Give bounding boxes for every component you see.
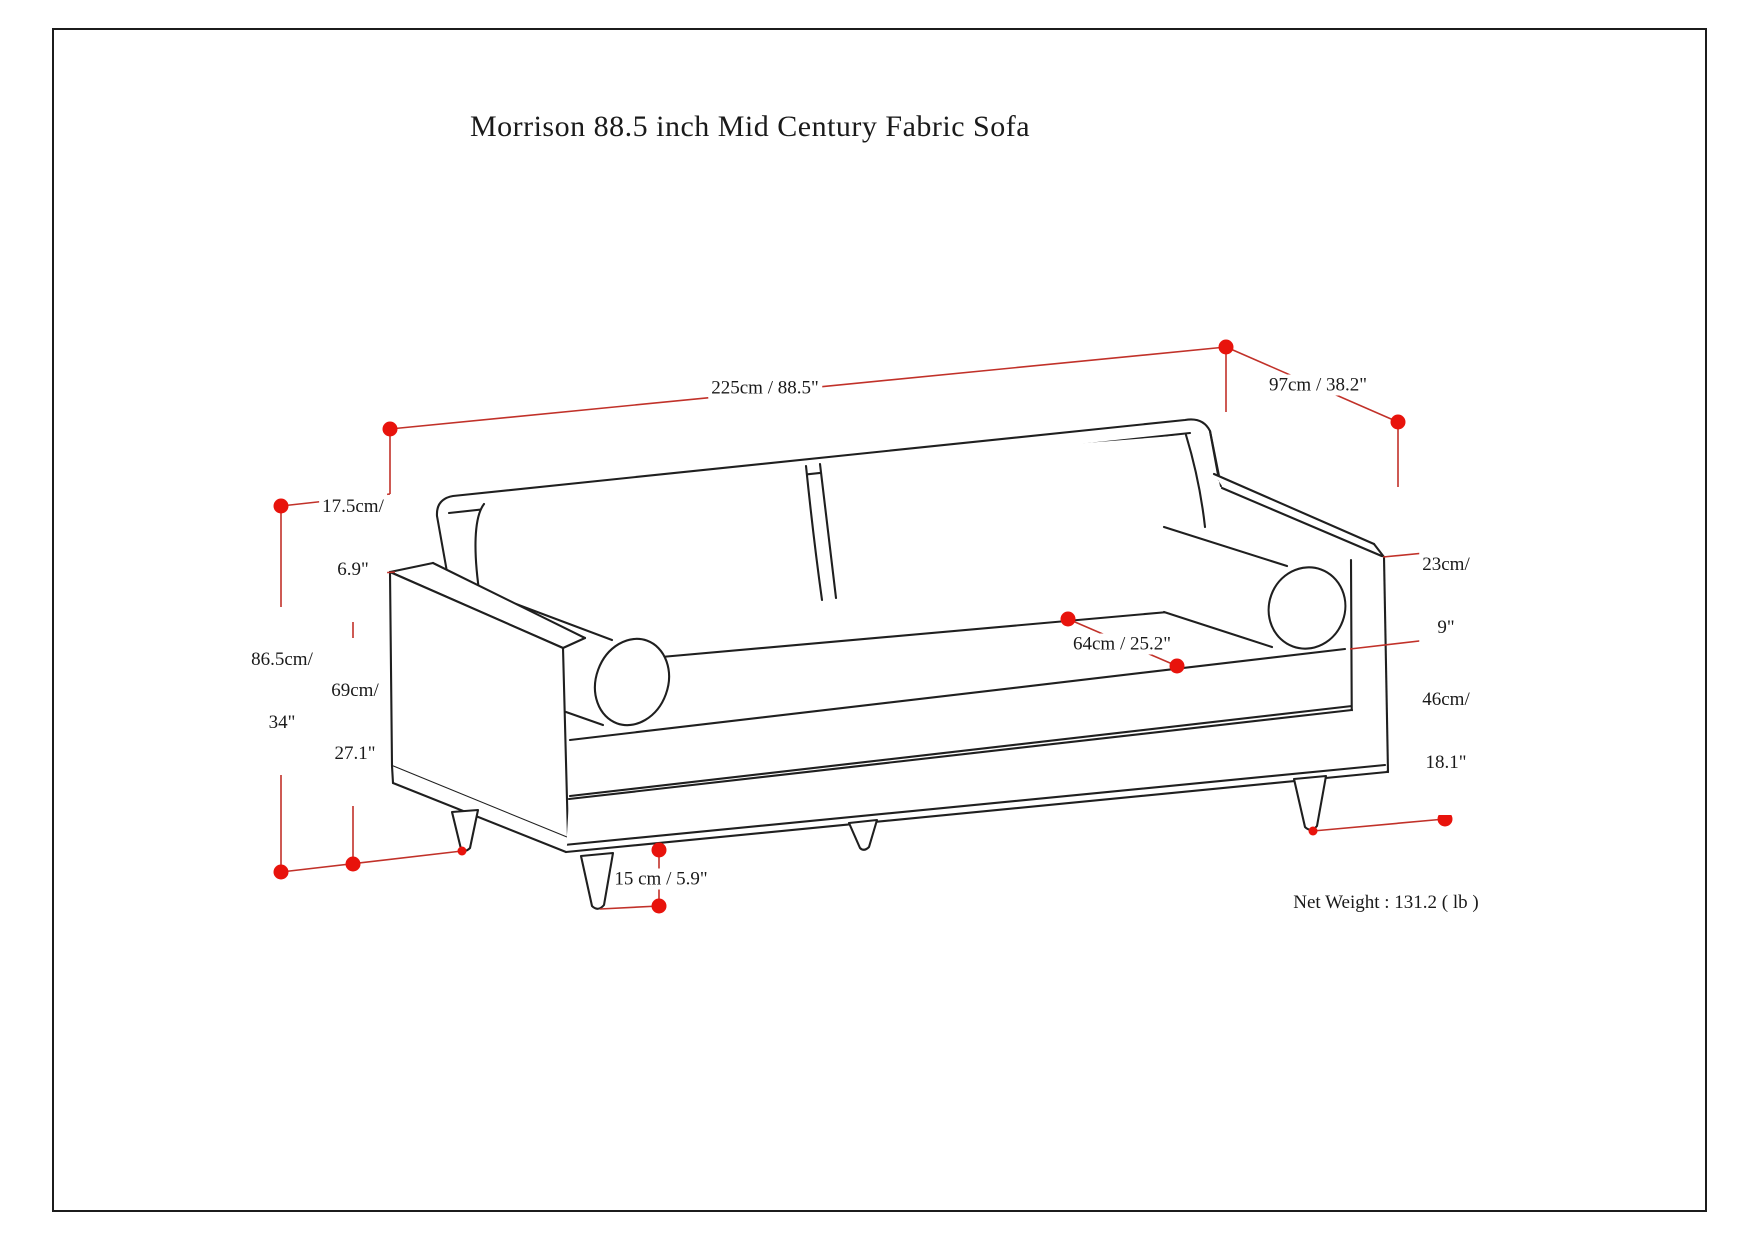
left-back-cushion-edge: [474, 502, 486, 599]
dim-label-seat-height: 46cm/ 18.1": [1419, 647, 1473, 815]
dot-apex: [1218, 339, 1234, 355]
right-arm-outer-edge: [1382, 555, 1390, 774]
dim-floor-line-left: [280, 850, 463, 873]
cushion-division-left: [804, 464, 824, 602]
right-arm-top-inner: [1212, 472, 1376, 546]
dim-touch-leg-right: [1312, 818, 1446, 832]
left-bolster-top: [514, 602, 614, 642]
dim-touch-leg: [599, 905, 660, 910]
cushion-division-right: [818, 462, 838, 600]
left-bolster-bottom: [564, 710, 605, 727]
base-bottom-inner: [562, 763, 1387, 847]
left-bolster-end: [593, 637, 671, 727]
dot-leg-small-left: [457, 846, 467, 856]
base-top-edge: [567, 708, 1354, 801]
page-title: Morrison 88.5 inch Mid Century Fabric So…: [469, 110, 1031, 143]
base-left-bottom-edge: [391, 781, 568, 854]
dot-leg-bottom: [651, 898, 667, 914]
dim-label-arm-height: 69cm/ 27.1": [328, 638, 382, 806]
dot-height-bottom: [273, 864, 289, 880]
dot-seat-depth-front: [1169, 658, 1185, 674]
right-back-cushion-edge: [1184, 433, 1207, 529]
dim-label-leg-height: 15 cm / 5.9": [611, 868, 711, 890]
seat-front-bottom-edge: [568, 704, 1354, 798]
dot-leg-top: [651, 842, 667, 858]
dot-depth-end: [1390, 414, 1406, 430]
dot-seat-height-bottom: [1437, 811, 1453, 827]
right-arm-top-outer: [1220, 486, 1386, 559]
net-weight-text: Net Weight : 131.2 ( lb ): [1293, 892, 1479, 914]
base-bottom-edge: [564, 770, 1389, 854]
dot-seat-depth-back: [1060, 611, 1076, 627]
dot-arm-bottom: [345, 856, 361, 872]
left-arm-top-inner: [431, 561, 587, 640]
dim-label-overall-width: 225cm / 88.5": [708, 377, 822, 399]
sofa-illustration: [388, 418, 1390, 910]
sofa-leg-front-left: [579, 851, 615, 910]
dot-leg-small-right: [1308, 826, 1318, 836]
right-bolster-end: [1267, 566, 1347, 650]
right-bolster-bottom: [1162, 610, 1274, 649]
dot-height-top: [273, 498, 289, 514]
back-frame-top-outer: [435, 418, 1223, 518]
back-frame-left-edge: [435, 514, 449, 574]
dim-label-overall-depth: 97cm / 38.2": [1266, 374, 1370, 396]
dim-label-back-cushion-height: 17.5cm/ 6.9": [319, 454, 387, 622]
sofa-leg-rear-left: [450, 808, 480, 852]
seat-back-edge: [648, 610, 1170, 660]
right-bolster-top: [1162, 525, 1289, 568]
dim-label-overall-height: 86.5cm/ 34": [248, 607, 316, 775]
dim-label-seat-depth: 64cm / 25.2": [1070, 633, 1174, 655]
sofa-leg-middle: [847, 818, 879, 851]
back-frame-right-edge: [1208, 429, 1221, 482]
seat-front-top-edge: [568, 647, 1347, 742]
sofa-leg-front-right: [1292, 774, 1328, 831]
dot-width-left: [382, 421, 398, 437]
page-border: [52, 28, 1707, 1212]
